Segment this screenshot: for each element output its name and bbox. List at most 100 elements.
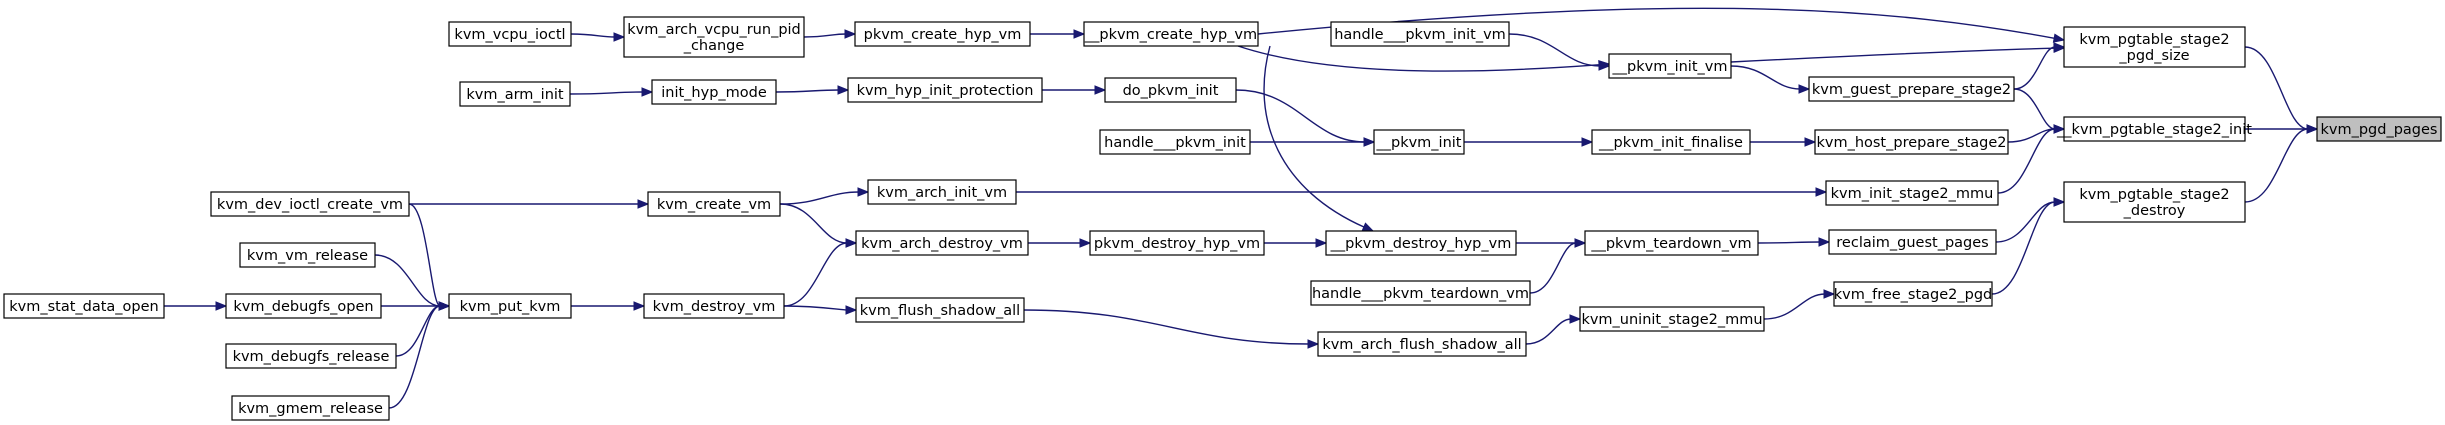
- node-box: [1608, 53, 1732, 79]
- node-kvm-pgd-pages[interactable]: kvm_pgd_pages: [2316, 116, 2442, 142]
- node-handle-pkvm-teardown-vm[interactable]: handle___pkvm_teardown_vm: [1310, 280, 1531, 306]
- node-pkvm-init-vm[interactable]: __pkvm_init_vm: [1608, 53, 1732, 79]
- edge-destroy-vm-to-flush-shadow-all: [783, 305, 858, 315]
- edge-line: [803, 33, 847, 38]
- node-do-pkvm-init[interactable]: do_pkvm_init: [1104, 77, 1237, 103]
- node-pkvm-destroy-hyp-vm-inner[interactable]: __pkvm_destroy_hyp_vm: [1325, 230, 1517, 256]
- node-pkvm-create-hyp-vm[interactable]: pkvm_create_hyp_vm: [854, 21, 1031, 47]
- node-pkvm-teardown-vm[interactable]: __pkvm_teardown_vm: [1584, 230, 1759, 256]
- node-destroy-vm[interactable]: kvm_destroy_vm: [643, 293, 785, 319]
- node-vcpu-ioctl[interactable]: kvm_vcpu_ioctl: [448, 21, 572, 47]
- node-label: kvm_free_stage2_pgd: [1834, 287, 1993, 303]
- edge-line: [395, 305, 441, 357]
- node-pkvm-init[interactable]: __pkvm_init: [1373, 129, 1465, 155]
- arrow-head-icon: [1307, 339, 1320, 349]
- node-host-prepare-stage2[interactable]: kvm_host_prepare_stage2: [1814, 129, 2009, 155]
- node-box: [225, 343, 397, 369]
- node-gmem-release[interactable]: kvm_gmem_release: [231, 395, 390, 421]
- node-handle-pkvm-init[interactable]: handle___pkvm_init: [1099, 129, 1251, 155]
- node-init-hyp-mode[interactable]: init_hyp_mode: [651, 79, 777, 105]
- edge-line: [374, 254, 441, 307]
- edge-pkvm-init-finalise-to-host-prepare-stage2: [1750, 137, 1817, 147]
- node-pgt-stage2-init[interactable]: __kvm_pgtable_stage2_init: [2056, 116, 2252, 142]
- node-label: __pkvm_init: [1376, 135, 1462, 151]
- edge-line: [1525, 318, 1572, 345]
- node-dev-ioctl-create-vm[interactable]: kvm_dev_ioctl_create_vm: [210, 191, 410, 217]
- node-reclaim-guest-pages[interactable]: reclaim_guest_pages: [1828, 229, 1997, 255]
- node-create-vm[interactable]: kvm_create_vm: [647, 191, 781, 217]
- edge-line: [1763, 293, 1826, 320]
- edge-dev-ioctl-create-vm-to-put-kvm: [408, 203, 451, 311]
- node-label: _pgd_size: [2118, 48, 2189, 64]
- node-box: [1089, 230, 1265, 256]
- node-put-kvm[interactable]: kvm_put_kvm: [448, 293, 572, 319]
- node-box: [239, 242, 376, 268]
- node-label: __pkvm_init_vm: [1612, 59, 1728, 75]
- edge-pgt-stage2-destroy-to-kvm-pgd-pages: [2244, 124, 2319, 203]
- edge-do-pkvm-init-to-pkvm-init: [1235, 89, 1376, 147]
- node-handle-pkvm-init-vm[interactable]: handle___pkvm_init_vm: [1330, 21, 1510, 47]
- edge-line: [1023, 309, 1310, 345]
- arrow-head-icon: [215, 301, 228, 311]
- arrow-head-icon: [2052, 33, 2066, 43]
- node-flush-shadow-all[interactable]: kvm_flush_shadow_all: [855, 297, 1025, 323]
- node-box: [3, 293, 165, 319]
- arrow-head-icon: [1574, 238, 1587, 248]
- node-arch-vcpu-run-pid-change[interactable]: kvm_arch_vcpu_run_pid_change: [623, 16, 805, 58]
- node-label: kvm_debugfs_release: [233, 349, 390, 365]
- node-pgt-stage2-pgd-size[interactable]: kvm_pgtable_stage2_pgd_size: [2063, 26, 2246, 68]
- edge-pkvm-create-hyp-vm-inner-to-pkvm-init-vm: [1237, 45, 1611, 72]
- node-init-stage2-mmu[interactable]: kvm_init_stage2_mmu: [1825, 180, 1999, 206]
- node-label: handle___pkvm_init: [1104, 135, 1246, 151]
- node-pkvm-init-finalise[interactable]: __pkvm_init_finalise: [1591, 129, 1751, 155]
- arrow-head-icon: [2053, 42, 2066, 52]
- node-arch-init-vm[interactable]: kvm_arch_init_vm: [867, 179, 1017, 205]
- node-free-stage2-pgd[interactable]: kvm_free_stage2_pgd: [1833, 281, 1993, 307]
- node-hyp-init-protection[interactable]: kvm_hyp_init_protection: [847, 77, 1043, 103]
- edge-line: [1730, 65, 1801, 90]
- node-label: _change: [683, 38, 745, 54]
- node-debugfs-release[interactable]: kvm_debugfs_release: [225, 343, 397, 369]
- edge-put-kvm-to-destroy-vm: [571, 301, 646, 311]
- edge-uninit-stage2-mmu-to-free-stage2-pgd: [1763, 289, 1836, 320]
- node-label: kvm_put_kvm: [460, 299, 561, 315]
- edge-line: [775, 89, 840, 93]
- node-box: [2063, 26, 2246, 68]
- node-arch-destroy-vm[interactable]: kvm_arch_destroy_vm: [855, 230, 1029, 256]
- node-label: kvm_arch_init_vm: [877, 185, 1007, 201]
- edge-stat-data-open-to-debugfs-open: [164, 301, 228, 311]
- node-label: kvm_pgtable_stage2: [2079, 187, 2229, 203]
- edge-line: [1757, 241, 1821, 244]
- edge-arch-flush-shadow-all-to-uninit-stage2-mmu: [1525, 314, 1582, 345]
- node-label: __kvm_pgtable_stage2_init: [2056, 122, 2252, 138]
- node-pgt-stage2-destroy[interactable]: kvm_pgtable_stage2_destroy: [2063, 181, 2246, 223]
- arrow-head-icon: [1818, 237, 1831, 247]
- node-uninit-stage2-mmu[interactable]: kvm_uninit_stage2_mmu: [1579, 306, 1765, 332]
- edge-pkvm-init-vm-to-guest-prepare-stage2: [1730, 65, 1811, 94]
- node-box: [1814, 129, 2009, 155]
- node-debugfs-open[interactable]: kvm_debugfs_open: [225, 293, 382, 319]
- node-pkvm-create-hyp-vm-inner[interactable]: __pkvm_create_hyp_vm: [1083, 21, 1259, 47]
- node-stat-data-open[interactable]: kvm_stat_data_open: [3, 293, 165, 319]
- node-label: kvm_host_prepare_stage2: [1816, 135, 2006, 151]
- node-pkvm-destroy-hyp-vm[interactable]: pkvm_destroy_hyp_vm: [1089, 230, 1265, 256]
- arrow-head-icon: [1569, 314, 1582, 324]
- node-box: [1325, 230, 1517, 256]
- edge-debugfs-release-to-put-kvm: [395, 301, 451, 357]
- arrow-head-icon: [633, 301, 646, 311]
- edge-guest-prepare-stage2-to-pgt-stage2-pgd-size: [2013, 42, 2066, 90]
- edge-line: [783, 305, 848, 311]
- node-label: kvm_arch_destroy_vm: [861, 236, 1023, 252]
- node-box: [854, 21, 1031, 47]
- node-label: pkvm_create_hyp_vm: [864, 27, 1022, 43]
- node-arm-init[interactable]: kvm_arm_init: [459, 81, 571, 107]
- node-label: kvm_dev_ioctl_create_vm: [217, 197, 403, 213]
- edge-line: [1257, 7, 2056, 40]
- node-vm-release[interactable]: kvm_vm_release: [239, 242, 376, 268]
- node-guest-prepare-stage2[interactable]: kvm_guest_prepare_stage2: [1808, 76, 2015, 102]
- node-arch-flush-shadow-all[interactable]: kvm_arch_flush_shadow_all: [1317, 331, 1527, 357]
- edge-line: [1508, 33, 1601, 67]
- edge-line: [1995, 201, 2056, 243]
- edge-free-stage2-pgd-to-pgt-stage2-destroy: [1991, 197, 2066, 295]
- node-label: handle___pkvm_init_vm: [1334, 27, 1506, 43]
